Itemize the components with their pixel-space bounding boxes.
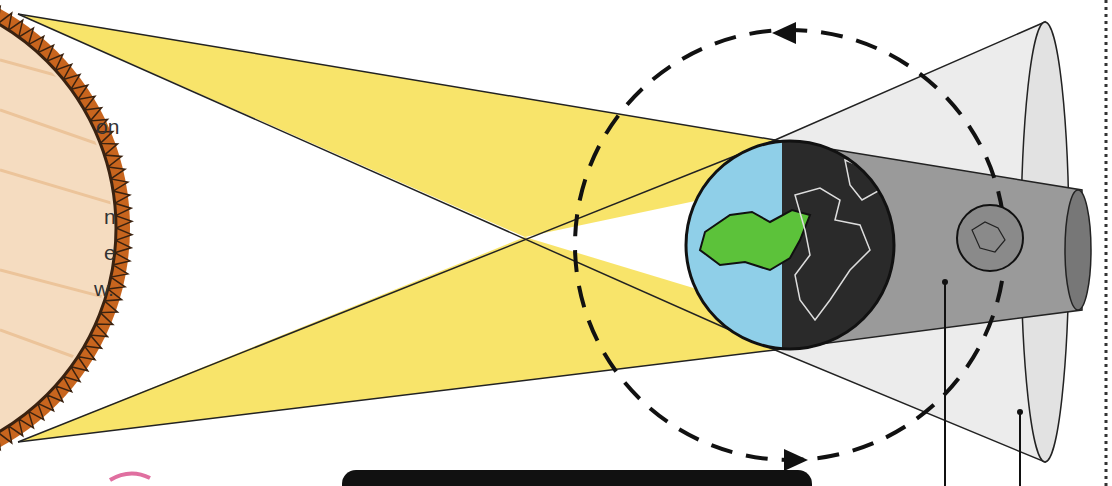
page-border bbox=[1105, 0, 1108, 486]
sun bbox=[0, 0, 132, 480]
orbit-arrow bbox=[784, 449, 808, 471]
label-text: w. bbox=[94, 278, 114, 299]
moon-orbit bbox=[575, 30, 1005, 460]
orbit-arrow bbox=[772, 22, 796, 44]
sunlight bbox=[18, 14, 775, 237]
leader-line bbox=[944, 282, 946, 486]
earth bbox=[686, 130, 902, 360]
leader-line bbox=[1019, 412, 1021, 486]
banner bbox=[342, 470, 812, 486]
label-text: n bbox=[104, 206, 116, 227]
umbra-end bbox=[1065, 190, 1091, 310]
decoration bbox=[110, 473, 150, 480]
sunlight bbox=[18, 237, 775, 442]
label-text: e bbox=[104, 242, 116, 263]
label-text: on bbox=[96, 116, 119, 137]
moon bbox=[957, 205, 1023, 271]
